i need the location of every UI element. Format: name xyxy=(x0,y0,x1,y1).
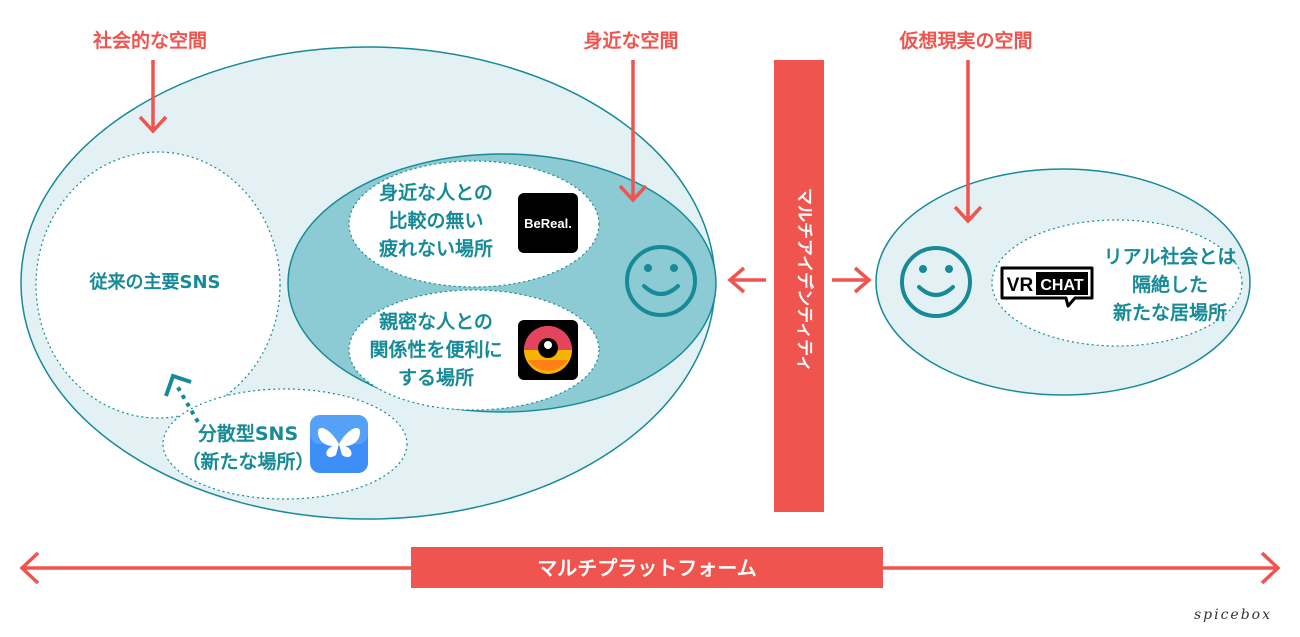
intimate-app-icon xyxy=(518,320,578,380)
smiley-close-icon xyxy=(625,245,697,317)
close-space-label: 身近な空間 xyxy=(583,29,678,52)
virtual-text-2: 隔絶した xyxy=(1132,273,1208,296)
multi-platform-label: マルチプラットフォーム xyxy=(537,556,756,580)
migration-arrow xyxy=(174,382,200,424)
bereal-text-3: 疲れない場所 xyxy=(379,237,493,260)
main-sns-label: 従来の主要SNS xyxy=(89,271,221,293)
bereal-text-2: 比較の無い xyxy=(388,209,483,232)
vrchat-icon: VR CHAT xyxy=(1000,266,1094,308)
smiley-virtual-icon xyxy=(900,246,972,318)
svg-text:CHAT: CHAT xyxy=(1040,277,1083,294)
bereal-icon: BeReal. xyxy=(518,193,578,253)
intimate-text-2: 関係性を便利に xyxy=(369,338,502,361)
main-sns-circle xyxy=(35,151,281,419)
distributed-sns-label-1: 分散型SNS xyxy=(198,422,298,445)
bluesky-icon xyxy=(310,415,368,473)
distributed-sns-label-2: （新たな場所） xyxy=(181,450,314,473)
svg-text:VR: VR xyxy=(1007,275,1034,296)
virtual-text-1: リアル社会とは xyxy=(1104,245,1237,268)
multi-identity-label: マルチアイデンティティ xyxy=(794,188,815,372)
multi-platform-bar xyxy=(411,547,883,588)
brand-logo: spicebox xyxy=(1193,607,1272,623)
intimate-text-1: 親密な人との xyxy=(379,310,493,333)
social-space-label: 社会的な空間 xyxy=(92,29,207,52)
platform-arrow-right xyxy=(1260,551,1281,585)
multi-identity-bar xyxy=(774,60,824,512)
virtual-space-label: 仮想現実の空間 xyxy=(898,29,1032,52)
intimate-text-3: する場所 xyxy=(398,367,474,389)
bereal-text-1: 身近な人との xyxy=(379,181,493,204)
platform-arrow-left xyxy=(19,551,40,585)
migration-arrowhead xyxy=(164,373,192,397)
vrchat-ellipse xyxy=(991,219,1243,347)
virtual-text-3: 新たな居場所 xyxy=(1113,301,1227,324)
bereal-ellipse xyxy=(348,160,600,288)
svg-text:BeReal.: BeReal. xyxy=(524,216,572,231)
